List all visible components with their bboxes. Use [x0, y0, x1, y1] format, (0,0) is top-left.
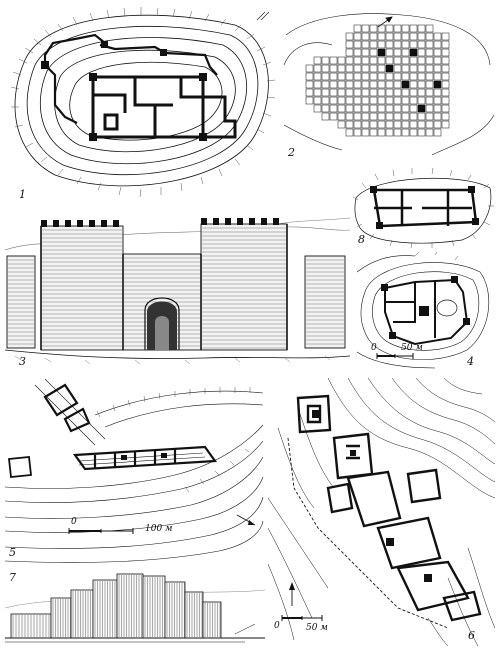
figure-3-city-gate: 3: [5, 210, 350, 370]
figure-7-number: 7: [9, 571, 16, 584]
figure-5-scale-length: 100 м: [145, 524, 173, 534]
buttressed-walls-drawing: [5, 573, 265, 643]
figure-2-number: 2: [288, 146, 295, 159]
figure-6-scale-zero: 0: [274, 621, 280, 631]
brick-hatching: [8, 227, 344, 349]
figure-3-number: 3: [19, 355, 26, 368]
complex-on-slope-drawing: [268, 378, 495, 646]
grid-city-plan-drawing: [283, 13, 495, 156]
figure-2-grid-plan: 2: [282, 5, 495, 163]
terraced-complex-drawing: [5, 378, 264, 563]
fortress-hill-plan-drawing: [10, 7, 276, 198]
citadel-contour-drawing: [356, 252, 490, 369]
figure-4-scale-length: 50 м: [401, 343, 423, 353]
figure-7-wall-perspective: 7: [5, 568, 265, 646]
figure-5-terrace-plan: 5 0 100 м: [5, 375, 265, 565]
figure-6-scale-length: 50 м: [306, 623, 328, 633]
wall-hatching: [12, 575, 221, 637]
figure-4-citadel-plan: 4 0 50 м: [355, 252, 495, 370]
highlighted-blocks: [378, 49, 441, 112]
figure-4-scale-zero: 0: [371, 343, 377, 353]
figure-1-fortress-plan: 1: [5, 5, 277, 205]
figure-6-number: 6: [468, 629, 475, 642]
figure-8-number: 8: [358, 233, 365, 246]
city-gate-elevation-drawing: [5, 217, 350, 365]
figure-6-complex-plan: 6 0 50 м: [268, 378, 495, 646]
figure-4-number: 4: [467, 355, 474, 368]
figure-5-scale-zero: 0: [71, 517, 77, 527]
figure-1-number: 1: [19, 188, 26, 201]
figure-5-number: 5: [9, 546, 16, 559]
figure-8-fortress-plan: 8: [352, 168, 495, 248]
street-grid: [305, 24, 450, 137]
small-fortress-drawing: [352, 168, 494, 248]
